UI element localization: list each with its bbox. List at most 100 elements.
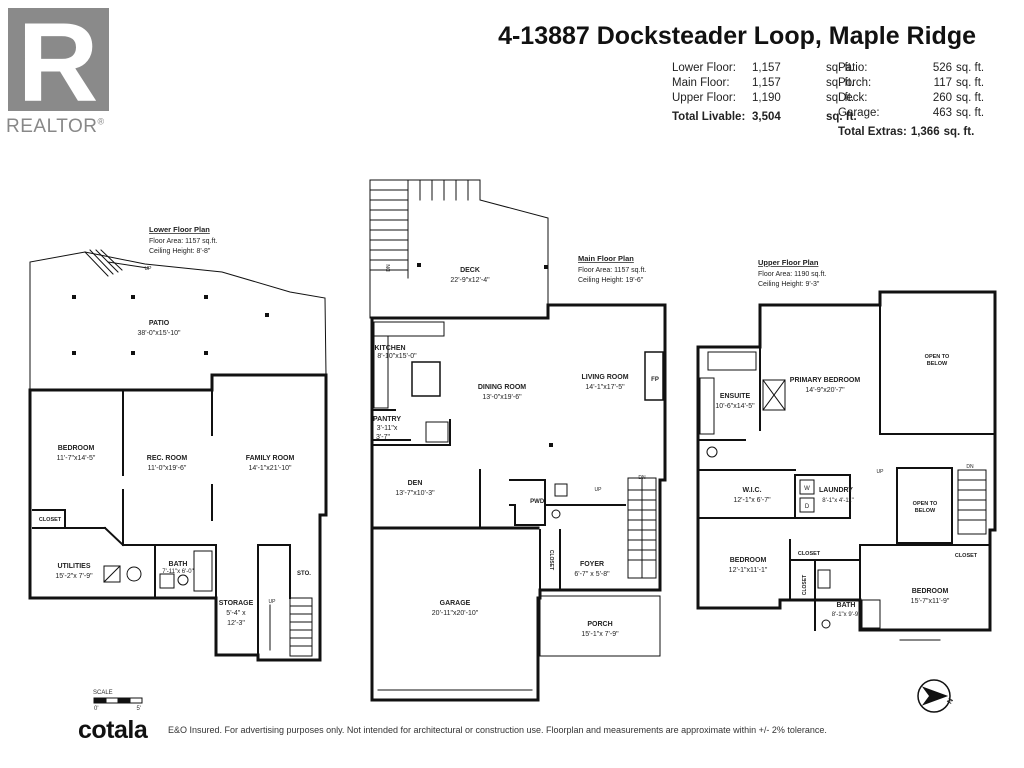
den-dim: 13'-7"x10'-3" [395, 490, 435, 497]
lower-closet-label: CLOSET [39, 517, 62, 523]
water-heater-icon [103, 565, 121, 583]
toilet-icon [177, 574, 189, 586]
kitchen-island [411, 361, 441, 397]
shower-icon [762, 379, 786, 411]
ensuite-dim: 10'-6"x14'-5" [715, 403, 755, 410]
scale-five: 5' [136, 706, 141, 712]
toilet-icon [821, 619, 831, 629]
pwd-label: PWD. [530, 499, 546, 505]
washer-icon [799, 479, 815, 495]
deck-label: DECK [460, 267, 480, 274]
sto-label: STO. [297, 571, 311, 577]
pantry-dim-2: 3'-7" [376, 434, 390, 441]
storage-label: STORAGE [219, 600, 254, 607]
upper-plan-title: Upper Floor Plan [758, 258, 819, 267]
stove-icon [425, 421, 449, 443]
upper-stair-dn-label: DN [966, 464, 974, 470]
main-stair [627, 477, 657, 579]
property-address: 4-13887 Docksteader Loop, Maple Ridge [498, 22, 976, 50]
garage-dim: 20'-11"x20'-10" [432, 610, 479, 617]
upper-stair-up-label: UP [877, 469, 885, 475]
lower-floor-plan [28, 249, 328, 662]
fireplace [644, 351, 664, 401]
pantry-label: PANTRY [373, 416, 401, 423]
bedroom-label-2: BEDROOM [912, 588, 949, 595]
bathtub-icon [861, 599, 881, 629]
lower-exterior-walls [28, 373, 328, 662]
main-plan-ceiling: Ceiling Height: 19'-6" [578, 277, 644, 284]
wic-dim: 12'-1"x 6'-7" [733, 497, 771, 504]
primary-bedroom-dim: 14'-9"x20'-7" [805, 387, 845, 394]
closet-label-2: CLOSET [955, 553, 978, 559]
main-plan-title: Main Floor Plan [578, 254, 634, 263]
sink-icon [554, 483, 568, 497]
sink-icon [159, 573, 175, 589]
upper-stair [957, 469, 987, 535]
cotala-logo: cotala [78, 716, 148, 744]
laundry-dim: 8'-1"x 4'-11" [822, 498, 853, 504]
dining-room-label: DINING ROOM [478, 384, 526, 391]
deck-dim: 22'-9"x12'-4" [450, 277, 490, 284]
primary-bedroom-label: PRIMARY BEDROOM [790, 377, 861, 384]
bedroom-dim-2: 15'-7"x11'-9" [911, 598, 950, 605]
vanity [699, 377, 715, 435]
deck-outline [369, 179, 549, 319]
dining-room-dim: 13'-0"x19'-6" [482, 394, 522, 401]
lower-bedroom-dim: 11'-7"x14'-5" [57, 455, 96, 462]
patio-outline [29, 251, 327, 389]
open-to-below-area [879, 291, 996, 435]
kitchen-counter [373, 321, 445, 337]
patio-stair [84, 249, 149, 277]
toilet-icon [551, 509, 561, 519]
kitchen-label: KITCHEN [374, 345, 405, 352]
registered-mark: ® [97, 116, 105, 127]
lower-plan-ceiling: Ceiling Height: 8'-8" [149, 248, 211, 255]
kitchen-dim: 8'-10"x15'-0" [377, 353, 417, 360]
main-floor-plan [369, 179, 667, 702]
closet-label-3: CLOSET [802, 575, 808, 595]
kitchen-counter [373, 335, 389, 409]
pantry-dim: 3'-11"x [377, 425, 398, 432]
open-to-below-area [896, 467, 953, 544]
upper-bath-label: BATH [837, 602, 856, 609]
shower-icon [762, 379, 786, 411]
garage-label: GARAGE [440, 600, 471, 607]
upper-exterior-walls [696, 290, 997, 632]
family-room-label: FAMILY ROOM [246, 455, 295, 462]
scale-numbers: 0'5' [94, 706, 141, 712]
realtor-logo-mark: R [18, 8, 99, 112]
wall [103, 526, 125, 547]
main-exterior-walls [370, 303, 667, 702]
den-label: DEN [408, 480, 423, 487]
upper-bath-dim: 8'-1"x 9'-9" [832, 612, 861, 618]
upper-floor-plan [696, 290, 997, 641]
open-to-below-label-4: BELOW [915, 508, 936, 514]
patio-columns [72, 295, 269, 355]
lower-bath-dim: 7'-11"x 6'-0" [162, 569, 193, 575]
dryer-icon [799, 497, 815, 513]
foyer-label: FOYER [580, 561, 604, 568]
utilities-dim: 15'-2"x 7'-9" [55, 573, 93, 580]
north-arrow-icon [917, 679, 951, 713]
realtor-logo-box [8, 8, 109, 111]
main-plan-area: Floor Area: 1157 sq.ft. [578, 267, 646, 274]
open-to-below-label-2: BELOW [927, 361, 948, 367]
lower-bedroom-label: BEDROOM [58, 445, 95, 452]
upper-plan-area: Floor Area: 1190 sq.ft. [758, 271, 826, 278]
dryer-label: D [805, 504, 810, 510]
deck-stair-dn-label: DN [386, 264, 392, 272]
lower-bath-label: BATH [169, 561, 188, 568]
patio-label: PATIO [149, 320, 170, 327]
patio-dim: 38'-0"x15'-10" [137, 330, 181, 337]
bathtub-icon [707, 351, 757, 371]
